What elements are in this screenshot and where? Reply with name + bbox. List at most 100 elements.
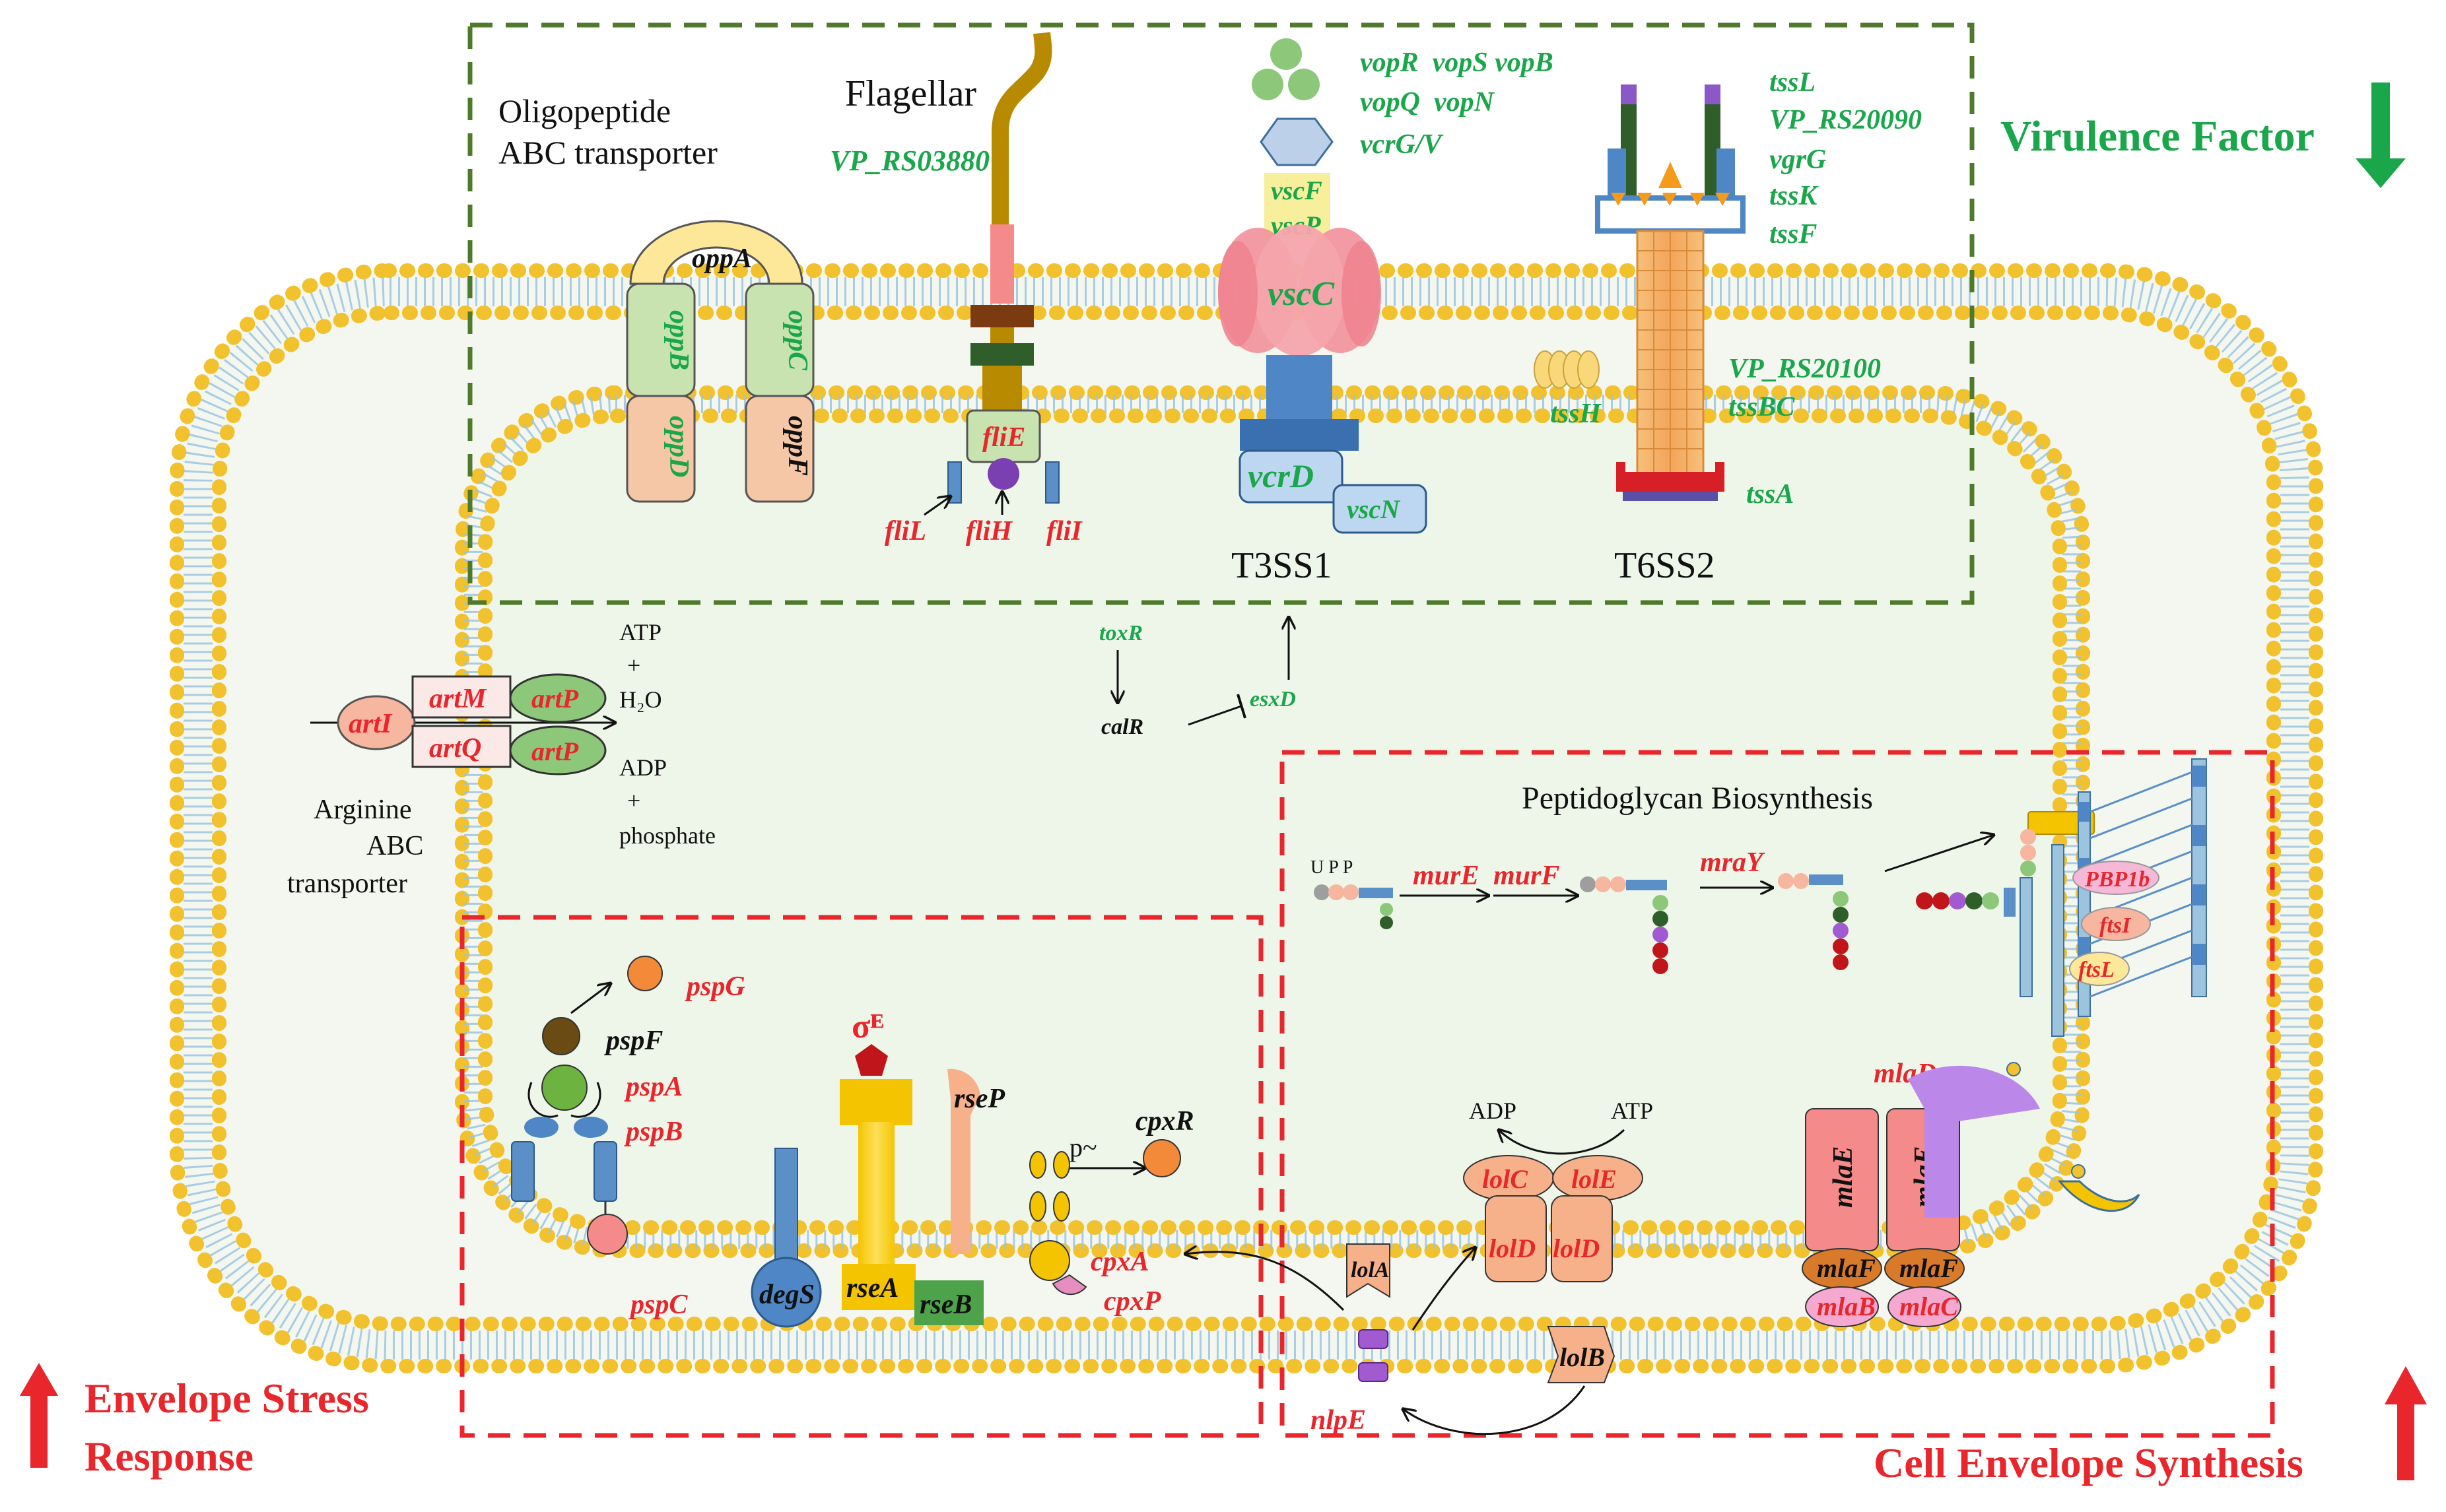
mla-system: mlaD mlaE mlaE mlaF mlaF mlaB mlaC [1802, 1059, 2140, 1327]
lolA-protein [1346, 1243, 1390, 1298]
rseA-label: rseA [846, 1273, 899, 1303]
lipid-intermediate-2 [1580, 876, 1668, 974]
effector-cluster-icon [1252, 38, 1320, 100]
fliL-stator-left [947, 461, 962, 504]
vscN-label: vscN [1347, 494, 1401, 524]
arginine-title-line1: Arginine [314, 795, 412, 825]
murE-label: murE [1413, 861, 1479, 891]
flagellar-L-ring [970, 305, 1034, 327]
nlpE-label: nlpE [1310, 1405, 1366, 1435]
tssA-label: tssA [1746, 479, 1794, 509]
flagellar-rod [990, 327, 1014, 343]
t3ss-genes-row1: vopR vopS vopB [1360, 48, 1553, 78]
t6ss2-name: T6SS2 [1614, 545, 1715, 586]
oligopeptide-title-line1: Oligopeptide [498, 92, 671, 129]
pspF-label: pspF [604, 1026, 663, 1056]
t6ss-gene-tssL: tssL [1769, 67, 1816, 98]
virulence-panel-box [467, 22, 1975, 605]
psp-system: pspG pspF pspA pspB pspC [511, 956, 745, 1320]
rseA-anchor [840, 1079, 912, 1125]
virulence-title: Virulence Factor [2000, 112, 2315, 160]
t6ss-gene-tssK: tssK [1769, 181, 1819, 211]
flagellar-shaft [982, 366, 1022, 412]
cpx-system: p~ cpxR cpxA cpxP [1029, 1106, 1345, 1317]
PBP1b-label: PBP1b [2084, 867, 2150, 892]
oppC-label: oppC [782, 310, 813, 371]
t6ss-gene-vgrG: vgrG [1769, 145, 1826, 175]
oligopeptide-transporter: Oligopeptide ABC transporter oppA oppB o… [498, 92, 815, 503]
mraY-label: mraY [1700, 847, 1765, 878]
t6ss2-complex: tssH tssA tssL VP_RS20090 vgrG tssK tssF… [1534, 67, 1922, 586]
lolB-label: lolB [1559, 1342, 1605, 1372]
peptidoglycan-scaffold [2020, 758, 2207, 1037]
plus-label-2: + [627, 787, 640, 814]
esxD-label: esxD [1250, 687, 1296, 711]
flagellar-P-ring [970, 343, 1034, 366]
lolE-label: lolE [1571, 1164, 1617, 1194]
mlaF-label-left: mlaF [1817, 1253, 1876, 1283]
vscF-label: vscF [1271, 176, 1322, 205]
stress-title-line1: Envelope Stress [85, 1375, 369, 1422]
ftsI-protein [2081, 907, 2151, 941]
vscN-protein [1332, 484, 1427, 534]
pspG-label: pspG [685, 971, 745, 1002]
to-glycan-arrow [1884, 835, 1994, 872]
flagellar-motor: Flagellar VP_RS03880 fliE fliL fliH fliI [830, 32, 1083, 546]
mlaC-protein [1887, 1286, 1961, 1327]
tssA-protein [1623, 492, 1718, 501]
sigmaE-pentagon-icon [855, 1044, 888, 1076]
envelope-up-arrow-icon [2385, 1366, 2427, 1480]
envelope-panel-box [1279, 750, 2275, 1438]
cpxR-protein [1143, 1139, 1181, 1177]
pspB-protein-left [511, 1141, 535, 1202]
cpxA-label: cpxA [1091, 1247, 1149, 1277]
pspF-protein [542, 1017, 580, 1055]
rseP-label: rseP [954, 1084, 1005, 1114]
t6ss-baseplate-wedges [1611, 193, 1730, 206]
mlaB-label: mlaB [1817, 1292, 1876, 1321]
t3ss1-name: T3SS1 [1231, 545, 1332, 586]
nlpE-protein [1358, 1329, 1388, 1382]
degS-label: degS [759, 1280, 815, 1310]
rseB-protein [914, 1280, 984, 1325]
pspB-protein-right [594, 1141, 617, 1202]
envelope-title: Cell Envelope Synthesis [1874, 1439, 2303, 1486]
cpxP-label: cpxP [1104, 1286, 1161, 1317]
pspG-protein [627, 956, 663, 991]
atp-hydrolysis-arrow [1499, 1130, 1625, 1155]
ftsL-protein [2069, 952, 2130, 986]
t6ss-gene-VP_RS20100: VP_RS20100 [1728, 354, 1881, 384]
cpxP-protein [1052, 1274, 1087, 1296]
lipid-intermediate-4 [1916, 888, 2016, 917]
rseA-base [842, 1264, 916, 1310]
cytoplasm-region [485, 416, 2060, 1228]
lolD-protein-right [1551, 1195, 1613, 1282]
rseB-label: rseB [920, 1290, 972, 1320]
artI-label: artI [349, 709, 393, 739]
artQ-protein [411, 725, 512, 768]
artM-label: artM [429, 684, 487, 714]
oppD-protein [626, 395, 696, 503]
t3ss-genes-row3: vcrG/V [1360, 129, 1444, 160]
stress-panel-box [459, 915, 1264, 1438]
lol-atp-label: ATP [1611, 1098, 1653, 1124]
peptidoglycan-title: Peptidoglycan Biosynthesis [1522, 781, 1873, 816]
pspA-protein [541, 1065, 588, 1111]
flagellar-title: Flagellar [845, 73, 976, 114]
degS-protein [751, 1148, 822, 1328]
t3ss-genes-row2: vopQ vopN [1360, 87, 1495, 117]
lolB-protein [1547, 1326, 1615, 1383]
virulence-down-arrow-icon [2356, 82, 2406, 188]
tssH-protein [1534, 350, 1600, 389]
oppF-protein [745, 395, 815, 503]
fliH-protein [988, 458, 1019, 490]
sigmaE-system: σᴱ rseA rseB degS rseP [751, 1008, 1005, 1328]
regulation: toxR calR esxD [1099, 617, 1296, 739]
arginine-title-line2: ABC [366, 831, 423, 861]
t3ss-inner-ring-upper [1240, 419, 1359, 451]
t6ss-gene-tssBC: tssBC [1728, 392, 1795, 422]
stress-up-arrow-icon [20, 1363, 58, 1468]
tssH-label: tssH [1550, 399, 1602, 429]
nlpE-to-cpxA-arrow [1185, 1252, 1345, 1311]
